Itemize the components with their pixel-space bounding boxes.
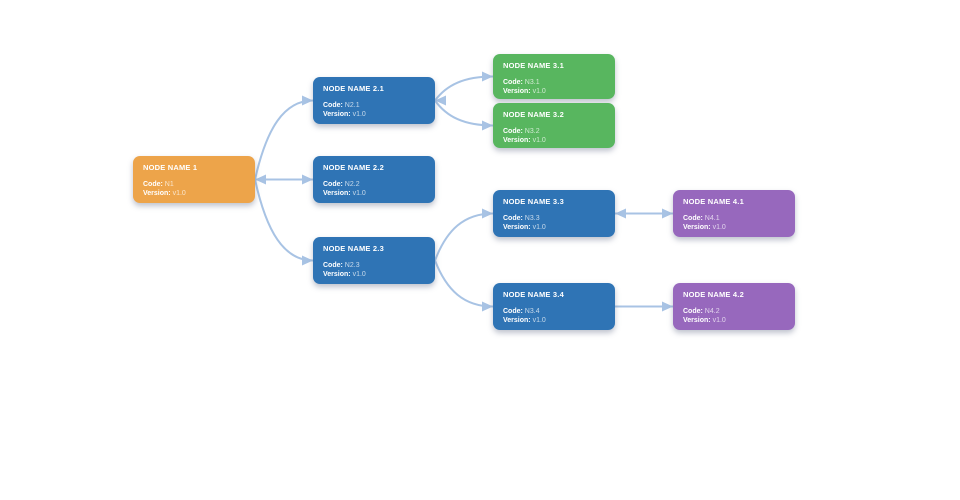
version-label: Version: xyxy=(503,88,531,95)
version-value: v1.0 xyxy=(532,317,546,324)
code-label: Code: xyxy=(503,128,523,135)
node-title: NODE NAME 4.2 xyxy=(683,290,744,299)
code-value: N4.1 xyxy=(704,215,720,222)
version-label: Version: xyxy=(143,190,171,197)
code-label: Code: xyxy=(503,215,523,222)
node-n3-2[interactable]: NODE NAME 3.2 Code: N3.2 Version: v1.0 xyxy=(493,103,615,148)
code-value: N3.4 xyxy=(524,308,540,315)
node-n4-1[interactable]: NODE NAME 4.1 Code: N4.1 Version: v1.0 xyxy=(673,190,795,237)
code-label: Code: xyxy=(503,308,523,315)
code-value: N2.3 xyxy=(344,262,360,269)
version-label: Version: xyxy=(503,137,531,144)
code-label: Code: xyxy=(503,79,523,86)
code-value: N3.1 xyxy=(524,79,540,86)
version-value: v1.0 xyxy=(352,271,366,278)
version-value: v1.0 xyxy=(352,190,366,197)
arrowhead-into-n3-4 xyxy=(482,301,493,312)
node-version-row: Version: v1.0 xyxy=(323,270,425,279)
node-code-row: Code: N2.3 xyxy=(323,261,425,270)
arrowhead-into-n2-2 xyxy=(302,174,313,185)
node-version-row: Version: v1.0 xyxy=(503,136,605,145)
node-title: NODE NAME 3.1 xyxy=(503,61,564,70)
node-version-row: Version: v1.0 xyxy=(323,110,425,119)
version-label: Version: xyxy=(683,317,711,324)
node-title: NODE NAME 1 xyxy=(143,163,198,172)
node-title: NODE NAME 4.1 xyxy=(683,197,744,206)
node-code-row: Code: N3.3 xyxy=(503,214,605,223)
node-n1[interactable]: NODE NAME 1 Code: N1 Version: v1.0 xyxy=(133,156,255,203)
version-value: v1.0 xyxy=(712,224,726,231)
version-label: Version: xyxy=(323,111,351,118)
arrowhead-into-n2-1 xyxy=(435,95,446,106)
node-version-row: Version: v1.0 xyxy=(503,223,605,232)
node-n3-1[interactable]: NODE NAME 3.1 Code: N3.1 Version: v1.0 xyxy=(493,54,615,99)
node-n2-3[interactable]: NODE NAME 2.3 Code: N2.3 Version: v1.0 xyxy=(313,237,435,284)
code-value: N3.3 xyxy=(524,215,540,222)
code-value: N1 xyxy=(164,181,174,188)
version-label: Version: xyxy=(323,271,351,278)
node-code-row: Code: N2.1 xyxy=(323,101,425,110)
node-version-row: Version: v1.0 xyxy=(503,87,605,96)
arrowhead-into-n3-3 xyxy=(482,208,493,219)
arrowhead-into-n4-2 xyxy=(662,301,673,312)
version-value: v1.0 xyxy=(172,190,186,197)
node-version-row: Version: v1.0 xyxy=(143,189,245,198)
node-n3-4[interactable]: NODE NAME 3.4 Code: N3.4 Version: v1.0 xyxy=(493,283,615,330)
node-code-row: Code: N3.4 xyxy=(503,307,605,316)
node-title: NODE NAME 2.3 xyxy=(323,244,384,253)
node-code-row: Code: N3.1 xyxy=(503,78,605,87)
code-label: Code: xyxy=(683,308,703,315)
node-title: NODE NAME 3.3 xyxy=(503,197,564,206)
version-value: v1.0 xyxy=(532,224,546,231)
version-label: Version: xyxy=(323,190,351,197)
version-label: Version: xyxy=(503,224,531,231)
arrowhead-into-n3-3 xyxy=(615,208,626,219)
node-title: NODE NAME 2.1 xyxy=(323,84,384,93)
edge-n1-n2-3 xyxy=(254,179,314,262)
node-title: NODE NAME 3.2 xyxy=(503,110,564,119)
node-n2-2[interactable]: NODE NAME 2.2 Code: N2.2 Version: v1.0 xyxy=(313,156,435,203)
code-label: Code: xyxy=(323,102,343,109)
version-value: v1.0 xyxy=(532,88,546,95)
node-code-row: Code: N1 xyxy=(143,180,245,189)
node-code-row: Code: N3.2 xyxy=(503,127,605,136)
node-n3-3[interactable]: NODE NAME 3.3 Code: N3.3 Version: v1.0 xyxy=(493,190,615,237)
version-label: Version: xyxy=(683,224,711,231)
edge-n2-3-n3-4 xyxy=(434,260,494,308)
code-value: N4.2 xyxy=(704,308,720,315)
node-code-row: Code: N4.2 xyxy=(683,307,785,316)
arrowhead-into-n2-1 xyxy=(302,95,313,106)
node-version-row: Version: v1.0 xyxy=(683,316,785,325)
code-label: Code: xyxy=(323,262,343,269)
code-value: N2.2 xyxy=(344,181,360,188)
version-value: v1.0 xyxy=(352,111,366,118)
node-version-row: Version: v1.0 xyxy=(503,316,605,325)
edge-n1-n2-1 xyxy=(254,99,314,180)
node-code-row: Code: N2.2 xyxy=(323,180,425,189)
code-value: N3.2 xyxy=(524,128,540,135)
version-value: v1.0 xyxy=(532,137,546,144)
version-value: v1.0 xyxy=(712,317,726,324)
code-label: Code: xyxy=(323,181,343,188)
node-version-row: Version: v1.0 xyxy=(683,223,785,232)
code-label: Code: xyxy=(143,181,163,188)
version-label: Version: xyxy=(503,317,531,324)
node-version-row: Version: v1.0 xyxy=(323,189,425,198)
code-value: N2.1 xyxy=(344,102,360,109)
code-label: Code: xyxy=(683,215,703,222)
arrowhead-into-n3-2 xyxy=(482,120,493,131)
node-title: NODE NAME 2.2 xyxy=(323,163,384,172)
node-n4-2[interactable]: NODE NAME 4.2 Code: N4.2 Version: v1.0 xyxy=(673,283,795,330)
node-code-row: Code: N4.1 xyxy=(683,214,785,223)
arrowhead-into-n4-1 xyxy=(662,208,673,219)
edge-n2-3-n3-3 xyxy=(434,212,494,261)
arrowhead-into-n1 xyxy=(255,174,266,185)
arrowhead-into-n3-1 xyxy=(482,71,493,82)
node-n2-1[interactable]: NODE NAME 2.1 Code: N2.1 Version: v1.0 xyxy=(313,77,435,124)
arrowhead-into-n2-3 xyxy=(302,255,313,266)
node-title: NODE NAME 3.4 xyxy=(503,290,564,299)
